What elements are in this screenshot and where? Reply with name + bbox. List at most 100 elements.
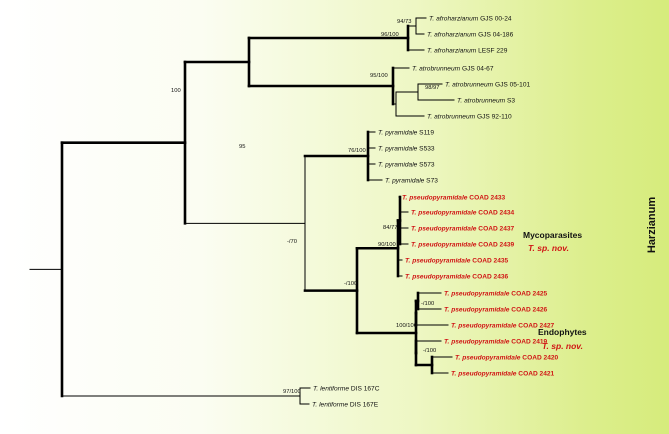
taxon-genus: T. pseudopyramidale <box>444 306 510 313</box>
taxon-label: T. afroharzianum LESF 229 <box>427 47 508 54</box>
taxon-strain: S73 <box>424 177 438 184</box>
taxon-genus: T. lentiforme <box>312 401 348 408</box>
taxon-strain: COAD 2435 <box>470 257 508 264</box>
taxon-genus: T. pyramidale <box>378 161 418 168</box>
taxon-genus: T. pseudopyramidale <box>444 290 510 297</box>
taxon-strain: LESF 229 <box>476 47 507 54</box>
support-value: 94/73 <box>397 19 412 25</box>
taxon-strain: DIS 167E <box>348 401 379 408</box>
support-value: 100 <box>171 88 181 94</box>
taxon-label: T. pyramidale S573 <box>378 161 435 168</box>
taxon-strain: COAD 2420 <box>520 354 558 361</box>
support-value: 97/100 <box>283 389 301 395</box>
support-value: 95/100 <box>370 73 388 79</box>
taxon-label: T. afroharzianum GJS 00-24 <box>429 15 512 22</box>
taxon-genus: T. afroharzianum <box>429 15 479 22</box>
taxon-label: T. pseudopyramidale COAD 2436 <box>405 273 509 280</box>
taxon-label: T. pseudopyramidale COAD 2435 <box>405 257 509 264</box>
taxon-genus: T. pyramidale <box>378 145 418 152</box>
taxon-strain: COAD 2436 <box>470 273 508 280</box>
taxon-genus: T. pseudopyramidale <box>444 338 510 345</box>
taxon-genus: T. pseudopyramidale <box>411 209 477 216</box>
taxon-genus: T. atrobrunneum <box>427 113 476 120</box>
taxon-strain: S3 <box>505 97 515 104</box>
taxon-label: T. pseudopyramidale COAD 2419 <box>444 338 548 345</box>
taxon-genus: T. atrobrunneum <box>445 81 494 88</box>
taxon-genus: T. pseudopyramidale <box>402 194 468 201</box>
taxon-label: T. atrobrunneum GJS 05-101 <box>445 81 530 88</box>
taxon-label: T. pseudopyramidale COAD 2433 <box>402 194 506 201</box>
taxon-strain: S119 <box>417 129 434 136</box>
endophytes-label: Endophytes <box>538 327 587 337</box>
taxon-strain: COAD 2419 <box>509 338 547 345</box>
taxon-strain: COAD 2433 <box>467 194 505 201</box>
taxon-strain: COAD 2426 <box>509 306 547 313</box>
taxon-label: T. pseudopyramidale COAD 2420 <box>455 354 559 361</box>
taxon-genus: T. pseudopyramidale <box>411 225 477 232</box>
taxon-label: T. pyramidale S119 <box>378 129 434 136</box>
taxon-genus: T. pseudopyramidale <box>455 354 521 361</box>
taxon-label: T. pseudopyramidale COAD 2421 <box>451 370 555 377</box>
taxon-genus: T. afroharzianum <box>427 31 477 38</box>
taxon-strain: COAD 2425 <box>509 290 547 297</box>
support-value: 96/100 <box>381 32 399 38</box>
support-value: 84/77 <box>383 225 398 231</box>
taxon-strain: COAD 2437 <box>476 225 514 232</box>
taxon-strain: DIS 167C <box>349 385 380 392</box>
taxon-labels: T. afroharzianum GJS 00-24T. afroharzian… <box>312 15 559 408</box>
taxon-strain: GJS 05-101 <box>493 81 530 88</box>
taxon-strain: COAD 2434 <box>476 209 514 216</box>
taxon-label: T. pyramidale S73 <box>385 177 438 184</box>
tree-branches <box>29 17 455 405</box>
endophytes-species-label: T. sp. nov. <box>542 341 583 351</box>
support-value: 95 <box>239 144 245 150</box>
taxon-genus: T. afroharzianum <box>427 47 477 54</box>
section-label-harzianum: Harzianum <box>646 197 658 253</box>
taxon-label: T. pseudopyramidale COAD 2425 <box>444 290 548 297</box>
taxon-strain: COAD 2439 <box>476 241 514 248</box>
taxon-genus: T. atrobrunneum <box>412 65 461 72</box>
taxon-strain: S573 <box>417 161 435 168</box>
taxon-genus: T. lentiforme <box>313 385 349 392</box>
taxon-genus: T. pseudopyramidale <box>451 370 517 377</box>
taxon-genus: T. pyramidale <box>385 177 425 184</box>
taxon-strain: COAD 2427 <box>516 322 554 329</box>
taxon-label: T. pseudopyramidale COAD 2439 <box>411 241 515 248</box>
support-value: -/70 <box>287 239 297 245</box>
taxon-strain: GJS 04-67 <box>460 65 494 72</box>
support-values: 94/73 96/100 98/97 95/100 76/100 84/77 90/100 -… <box>171 19 440 395</box>
support-value: 76/100 <box>348 148 366 154</box>
support-value: -/100 <box>344 281 357 287</box>
taxon-label: T. pseudopyramidale COAD 2437 <box>411 225 515 232</box>
taxon-label: T. lentiforme DIS 167E <box>312 401 379 408</box>
taxon-strain: S533 <box>417 145 435 152</box>
support-value: 98/97 <box>425 85 440 91</box>
support-value: 100/100 <box>396 323 417 329</box>
taxon-genus: T. pseudopyramidale <box>405 257 471 264</box>
taxon-label: T. atrobrunneum S3 <box>457 97 515 104</box>
taxon-genus: T. atrobrunneum <box>457 97 506 104</box>
taxon-label: T. afroharzianum GJS 04-186 <box>427 31 514 38</box>
support-value: -/100 <box>421 301 434 307</box>
endophytes-group-label: Endophytes T. sp. nov. <box>538 327 587 351</box>
taxon-genus: T. pyramidale <box>378 129 418 136</box>
taxon-label: T. lentiforme DIS 167C <box>313 385 380 392</box>
support-value: 90/100 <box>378 242 396 248</box>
mycoparasites-label: Mycoparasites <box>523 230 582 240</box>
taxon-strain: COAD 2421 <box>516 370 554 377</box>
mycoparasites-group-label: Mycoparasites T. sp. nov. <box>523 230 582 253</box>
support-value: -/100 <box>423 348 436 354</box>
taxon-genus: T. pseudopyramidale <box>411 241 477 248</box>
taxon-label: T. pseudopyramidale COAD 2426 <box>444 306 548 313</box>
taxon-label: T. pseudopyramidale COAD 2427 <box>451 322 555 329</box>
taxon-strain: GJS 04-186 <box>476 31 513 38</box>
taxon-label: T. pseudopyramidale COAD 2434 <box>411 209 515 216</box>
taxon-strain: GJS 92-110 <box>475 113 512 120</box>
taxon-label: T. atrobrunneum GJS 92-110 <box>427 113 512 120</box>
taxon-strain: GJS 00-24 <box>478 15 512 22</box>
taxon-label: T. atrobrunneum GJS 04-67 <box>412 65 494 72</box>
mycoparasites-species-label: T. sp. nov. <box>528 243 569 253</box>
taxon-genus: T. pseudopyramidale <box>405 273 471 280</box>
